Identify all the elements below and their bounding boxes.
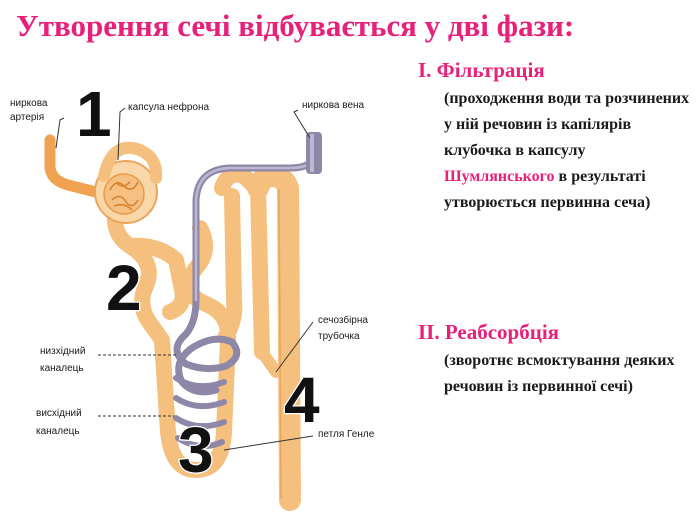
label-ascending-1: висхідний [36, 408, 82, 419]
label-descending-1: низхідний [40, 346, 85, 357]
label-ascending-2: каналець [36, 426, 80, 437]
phase-filtration-text: (проходження води та розчинених у ній ре… [444, 86, 694, 216]
filtration-text-end: в результаті утворюється первинна сеча) [444, 168, 651, 211]
phase-filtration-heading: І. Фільтрація [418, 58, 545, 82]
label-renal-artery-2: артерія [10, 112, 44, 123]
phase-reabsorption: ІІ. Реабсорбція (зворотнє всмоктування д… [418, 318, 698, 400]
number-2: 2 [106, 252, 142, 324]
ascending-label-box [16, 402, 106, 442]
phase-reabsorption-heading: ІІ. Реабсорбція [418, 320, 560, 344]
slide-title: Утворення сечі відбувається у дві фази: [16, 8, 575, 43]
label-renal-artery-1: ниркова [10, 98, 48, 109]
phase-reabsorption-text: (зворотнє всмоктування деяких речовин із… [444, 352, 675, 395]
label-collecting-2: трубочка [318, 330, 360, 342]
nephron-diagram: ниркова артерія капсула нефрона ниркова … [10, 77, 375, 511]
number-1: 1 [76, 78, 112, 150]
renal-vein [173, 132, 322, 396]
label-collecting-1: сечозбірна [318, 314, 368, 326]
label-renal-vein: ниркова вена [302, 100, 365, 111]
label-henle: петля Генле [318, 429, 375, 440]
nephron-tubule [107, 165, 301, 511]
capillary-coil [173, 375, 227, 450]
label-capsule: капсула нефрона [128, 101, 209, 113]
number-4: 4 [284, 364, 320, 436]
label-descending-2: каналець [40, 363, 84, 374]
shumlyansky-highlight: Шумлянського [444, 168, 555, 185]
renal-artery [44, 134, 102, 198]
filtration-text-part: (проходження води та розчинених у ній ре… [444, 90, 690, 159]
number-3: 3 [178, 414, 214, 486]
bowman-capsule [94, 141, 163, 224]
phase-filtration: І. Фільтрація (проходження води та розчи… [418, 56, 698, 216]
descending-label-box [16, 340, 106, 380]
